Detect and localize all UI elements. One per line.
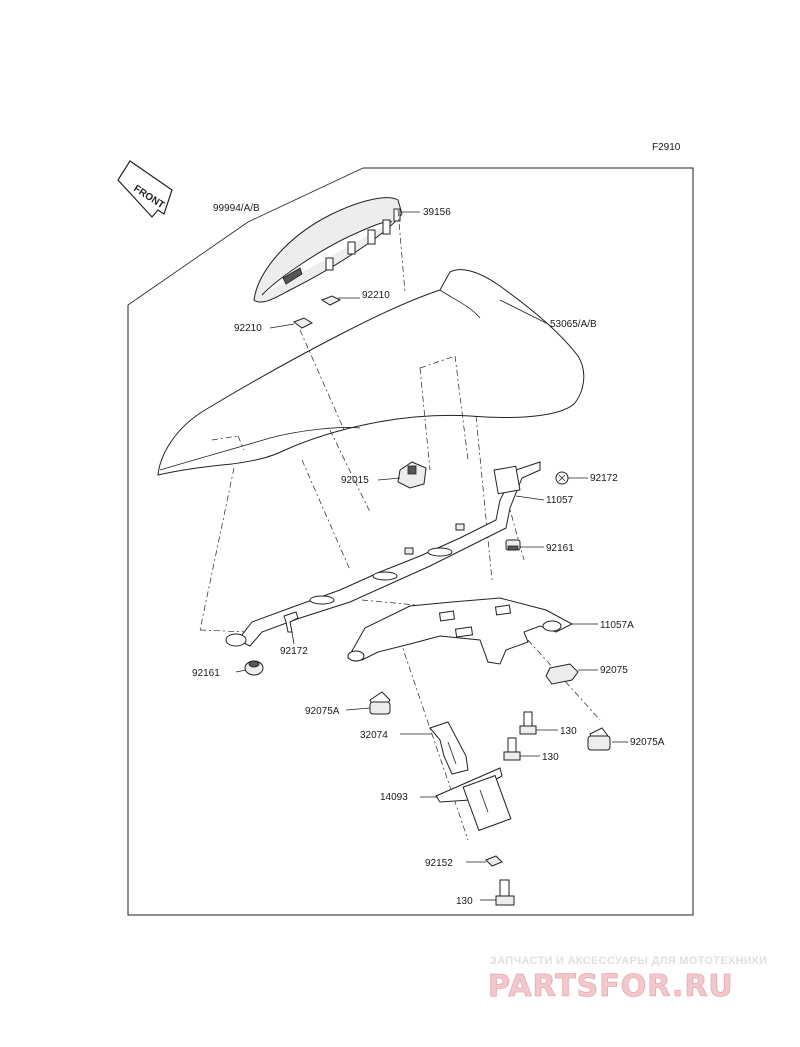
grommet-92161-left — [244, 660, 264, 676]
rubber-pad-92210-upper — [320, 295, 342, 306]
seat-cowl — [157, 269, 585, 476]
part-label-92075A-right: 92075A — [630, 737, 665, 748]
part-label-11057: 11057 — [546, 495, 574, 506]
bumper-92075A-left — [369, 691, 391, 715]
part-label-99994: 99994/A/B — [213, 203, 260, 214]
part-label-92210-upper: 92210 — [362, 290, 390, 301]
grommet-92161-right — [505, 539, 521, 551]
bumper-92075A-right — [587, 727, 611, 751]
part-label-32074: 32074 — [360, 730, 388, 741]
part-label-92172-left: 92172 — [280, 646, 308, 657]
bracket-11057A — [347, 597, 574, 665]
bracket-11057 — [225, 461, 541, 647]
bolt-130-middle — [503, 737, 521, 761]
leader-lines — [235, 211, 628, 901]
part-label-92152: 92152 — [425, 858, 453, 869]
watermark-logo: PARTSFOR.RU — [488, 969, 734, 1004]
part-label-130-middle: 130 — [542, 752, 559, 763]
part-label-39156: 39156 — [423, 207, 451, 218]
part-label-92075A-left: 92075A — [305, 706, 340, 717]
figure-code: F2910 — [652, 142, 681, 153]
bolt-130-lower — [495, 879, 515, 906]
part-label-92210-lower: 92210 — [234, 323, 262, 334]
part-label-92075: 92075 — [600, 665, 628, 676]
part-label-14093: 14093 — [380, 792, 408, 803]
assembly-guide-lines — [199, 209, 601, 841]
part-label-92015: 92015 — [341, 475, 369, 486]
part-label-53065: 53065/A/B — [550, 319, 597, 330]
watermark-tagline: ЗАПЧАСТИ И АКСЕССУАРЫ ДЛЯ МОТОТЕХНИКИ — [490, 955, 767, 967]
frame-lead-99994 — [127, 221, 249, 306]
part-label-11057A: 11057A — [600, 620, 634, 631]
rubber-pad-92075 — [545, 663, 579, 685]
clip-92015 — [397, 461, 427, 489]
watermark: ЗАПЧАСТИ И АКСЕССУАРЫ ДЛЯ МОТОТЕХНИКИ PA… — [488, 955, 767, 1004]
part-label-92172-right: 92172 — [590, 473, 618, 484]
plate-32074 — [429, 721, 469, 775]
seat-cowl-pad — [253, 197, 403, 303]
frame-top-diagonal — [247, 167, 364, 223]
rubber-pad-92210-lower — [292, 317, 314, 329]
screw-92172-left — [283, 611, 299, 633]
diagram-frame — [127, 167, 694, 916]
part-label-92161-right: 92161 — [546, 543, 574, 554]
part-label-92161-left: 92161 — [192, 668, 220, 679]
washer-92152 — [485, 855, 503, 867]
screw-92172-right — [555, 471, 569, 485]
bolt-130-upper — [519, 711, 537, 735]
part-label-130-lower: 130 — [456, 896, 473, 907]
part-label-130-upper: 130 — [560, 726, 577, 737]
lock-bracket-14093 — [435, 767, 512, 832]
front-arrow-icon: FRONT — [117, 160, 173, 218]
